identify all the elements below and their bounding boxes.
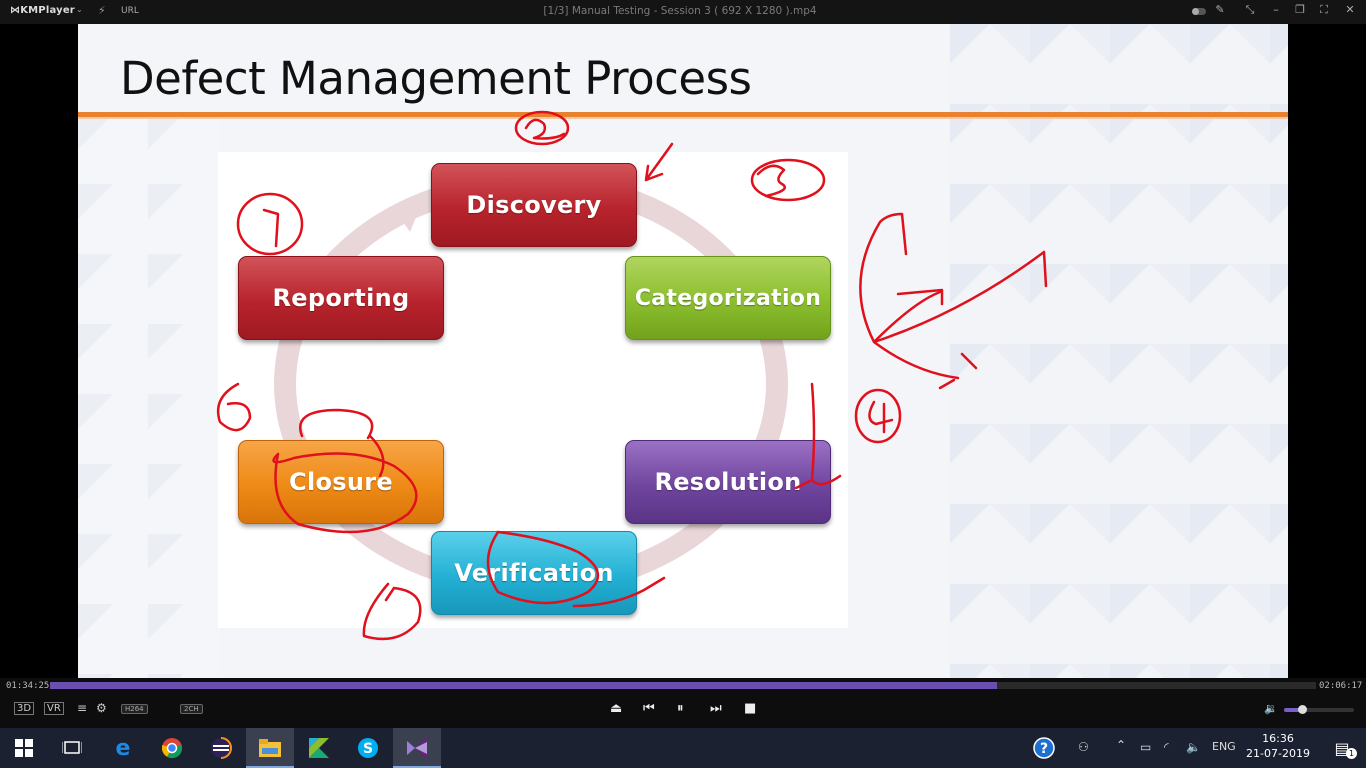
windows-taskbar: e S ? ⚇ ⌃ ▭ ◜ 🔈 ENG 16:36 21-07-2019 ▤ 1: [0, 728, 1366, 768]
eclipse-icon: [211, 737, 232, 759]
task-view-icon: [62, 741, 82, 754]
audio-channel-badge[interactable]: 2CH: [180, 704, 203, 714]
edge-button[interactable]: e: [99, 728, 147, 768]
svg-text:?: ?: [1040, 741, 1048, 757]
slide-background-pattern-left: [78, 114, 218, 678]
app-menu-button[interactable]: ⋈KMPlayer: [10, 5, 75, 16]
app-name: KMPlayer: [20, 5, 75, 16]
seek-bar[interactable]: [50, 682, 1316, 689]
eject-icon[interactable]: ⏏: [610, 701, 623, 716]
visual-studio-button[interactable]: [393, 728, 441, 768]
next-button[interactable]: ⏭: [710, 701, 722, 716]
battery-icon[interactable]: ▭: [1140, 740, 1152, 754]
edge-icon: e: [115, 735, 131, 761]
eclipse-button[interactable]: [197, 728, 245, 768]
title-rule: [78, 112, 1288, 117]
restore-button[interactable]: ❐: [1295, 3, 1305, 16]
total-time: 02:06:17: [1319, 681, 1363, 691]
gear-icon[interactable]: ⚙: [96, 701, 107, 715]
wifi-icon[interactable]: ◜: [1164, 740, 1169, 754]
chrome-icon: [161, 738, 183, 759]
shrink-icon[interactable]: ⤡: [1245, 3, 1255, 16]
help-button[interactable]: ?: [1020, 728, 1068, 768]
lightning-icon[interactable]: ⚡: [98, 4, 106, 17]
slide-background-pattern: [950, 24, 1288, 678]
minimize-button[interactable]: –: [1273, 3, 1279, 16]
kotlin-button[interactable]: [295, 728, 343, 768]
step-reporting: Reporting: [238, 256, 444, 340]
seek-row: 01:34:25 02:06:17: [0, 678, 1366, 694]
volume-knob[interactable]: [1298, 705, 1308, 714]
pin-icon[interactable]: ✎: [1215, 3, 1225, 16]
language-indicator[interactable]: ENG: [1212, 740, 1236, 753]
notification-icon: ▤: [1334, 738, 1350, 758]
skype-button[interactable]: S: [344, 728, 392, 768]
video-area[interactable]: Defect Management Process Discovery Cate…: [0, 24, 1366, 678]
playlist-icon[interactable]: ≡: [77, 701, 88, 715]
people-icon[interactable]: ⚇: [1078, 740, 1089, 754]
skype-icon: S: [358, 738, 378, 758]
visual-studio-icon: [407, 737, 427, 759]
volume-level: [1284, 708, 1303, 712]
title-rule-shadow: [78, 117, 1288, 119]
windows-icon: [15, 739, 33, 757]
start-button[interactable]: [0, 728, 48, 768]
title-bar: ⋈KMPlayer ⌄ ⚡ URL [1/3] Manual Testing -…: [0, 0, 1366, 24]
chrome-button[interactable]: [148, 728, 196, 768]
clock-time: 16:36: [1262, 732, 1294, 745]
system-clock[interactable]: 16:36 21-07-2019: [1238, 731, 1318, 761]
volume-slider[interactable]: [1284, 705, 1354, 714]
elapsed-time: 01:34:25: [6, 681, 50, 691]
vr-button[interactable]: VR: [44, 702, 64, 715]
cycle-arrow-icon: [392, 202, 422, 232]
help-icon: ?: [1033, 737, 1055, 759]
file-explorer-button[interactable]: [246, 728, 294, 768]
chevron-up-icon[interactable]: ⌃: [1116, 738, 1127, 752]
toggle-switch[interactable]: [1192, 8, 1206, 15]
url-button[interactable]: URL: [121, 6, 139, 16]
kotlin-icon: [309, 738, 329, 758]
slide-title: Defect Management Process: [120, 52, 752, 105]
folder-icon: [259, 739, 281, 757]
fullscreen-icon[interactable]: ⛶: [1320, 3, 1328, 16]
action-center-button[interactable]: ▤ 1: [1318, 728, 1366, 768]
3d-button[interactable]: 3D: [14, 702, 35, 715]
stop-button[interactable]: ■: [744, 701, 757, 716]
step-resolution: Resolution: [625, 440, 831, 524]
speaker-icon[interactable]: 🔈: [1186, 740, 1201, 754]
step-discovery: Discovery: [431, 163, 637, 247]
annotation-digit-2: [524, 118, 566, 140]
close-button[interactable]: ✕: [1345, 3, 1355, 16]
step-closure: Closure: [238, 440, 444, 524]
seek-progress: [50, 682, 997, 689]
presentation-slide: Defect Management Process Discovery Cate…: [78, 24, 1288, 678]
task-view-button[interactable]: [48, 728, 96, 768]
clock-date: 21-07-2019: [1246, 747, 1310, 760]
step-verification: Verification: [431, 531, 637, 615]
pause-button[interactable]: ⏸: [677, 701, 684, 716]
window-title: [1/3] Manual Testing - Session 3 ( 692 X…: [543, 5, 817, 17]
annotation-digit-4: [868, 400, 894, 434]
svg-text:S: S: [363, 741, 373, 757]
control-bar: 3D VR ≡ ⚙ H264 2CH ⏏ ⏮ ⏸ ⏭ ■ 🔉: [0, 694, 1366, 728]
step-categorization: Categorization: [625, 256, 831, 340]
notification-count: 1: [1346, 748, 1357, 759]
chevron-down-icon[interactable]: ⌄: [76, 5, 83, 14]
codec-badge[interactable]: H264: [121, 704, 148, 714]
annotation-circle-4: [854, 388, 902, 444]
previous-button[interactable]: ⏮: [643, 701, 655, 716]
volume-icon[interactable]: 🔉: [1264, 702, 1278, 715]
